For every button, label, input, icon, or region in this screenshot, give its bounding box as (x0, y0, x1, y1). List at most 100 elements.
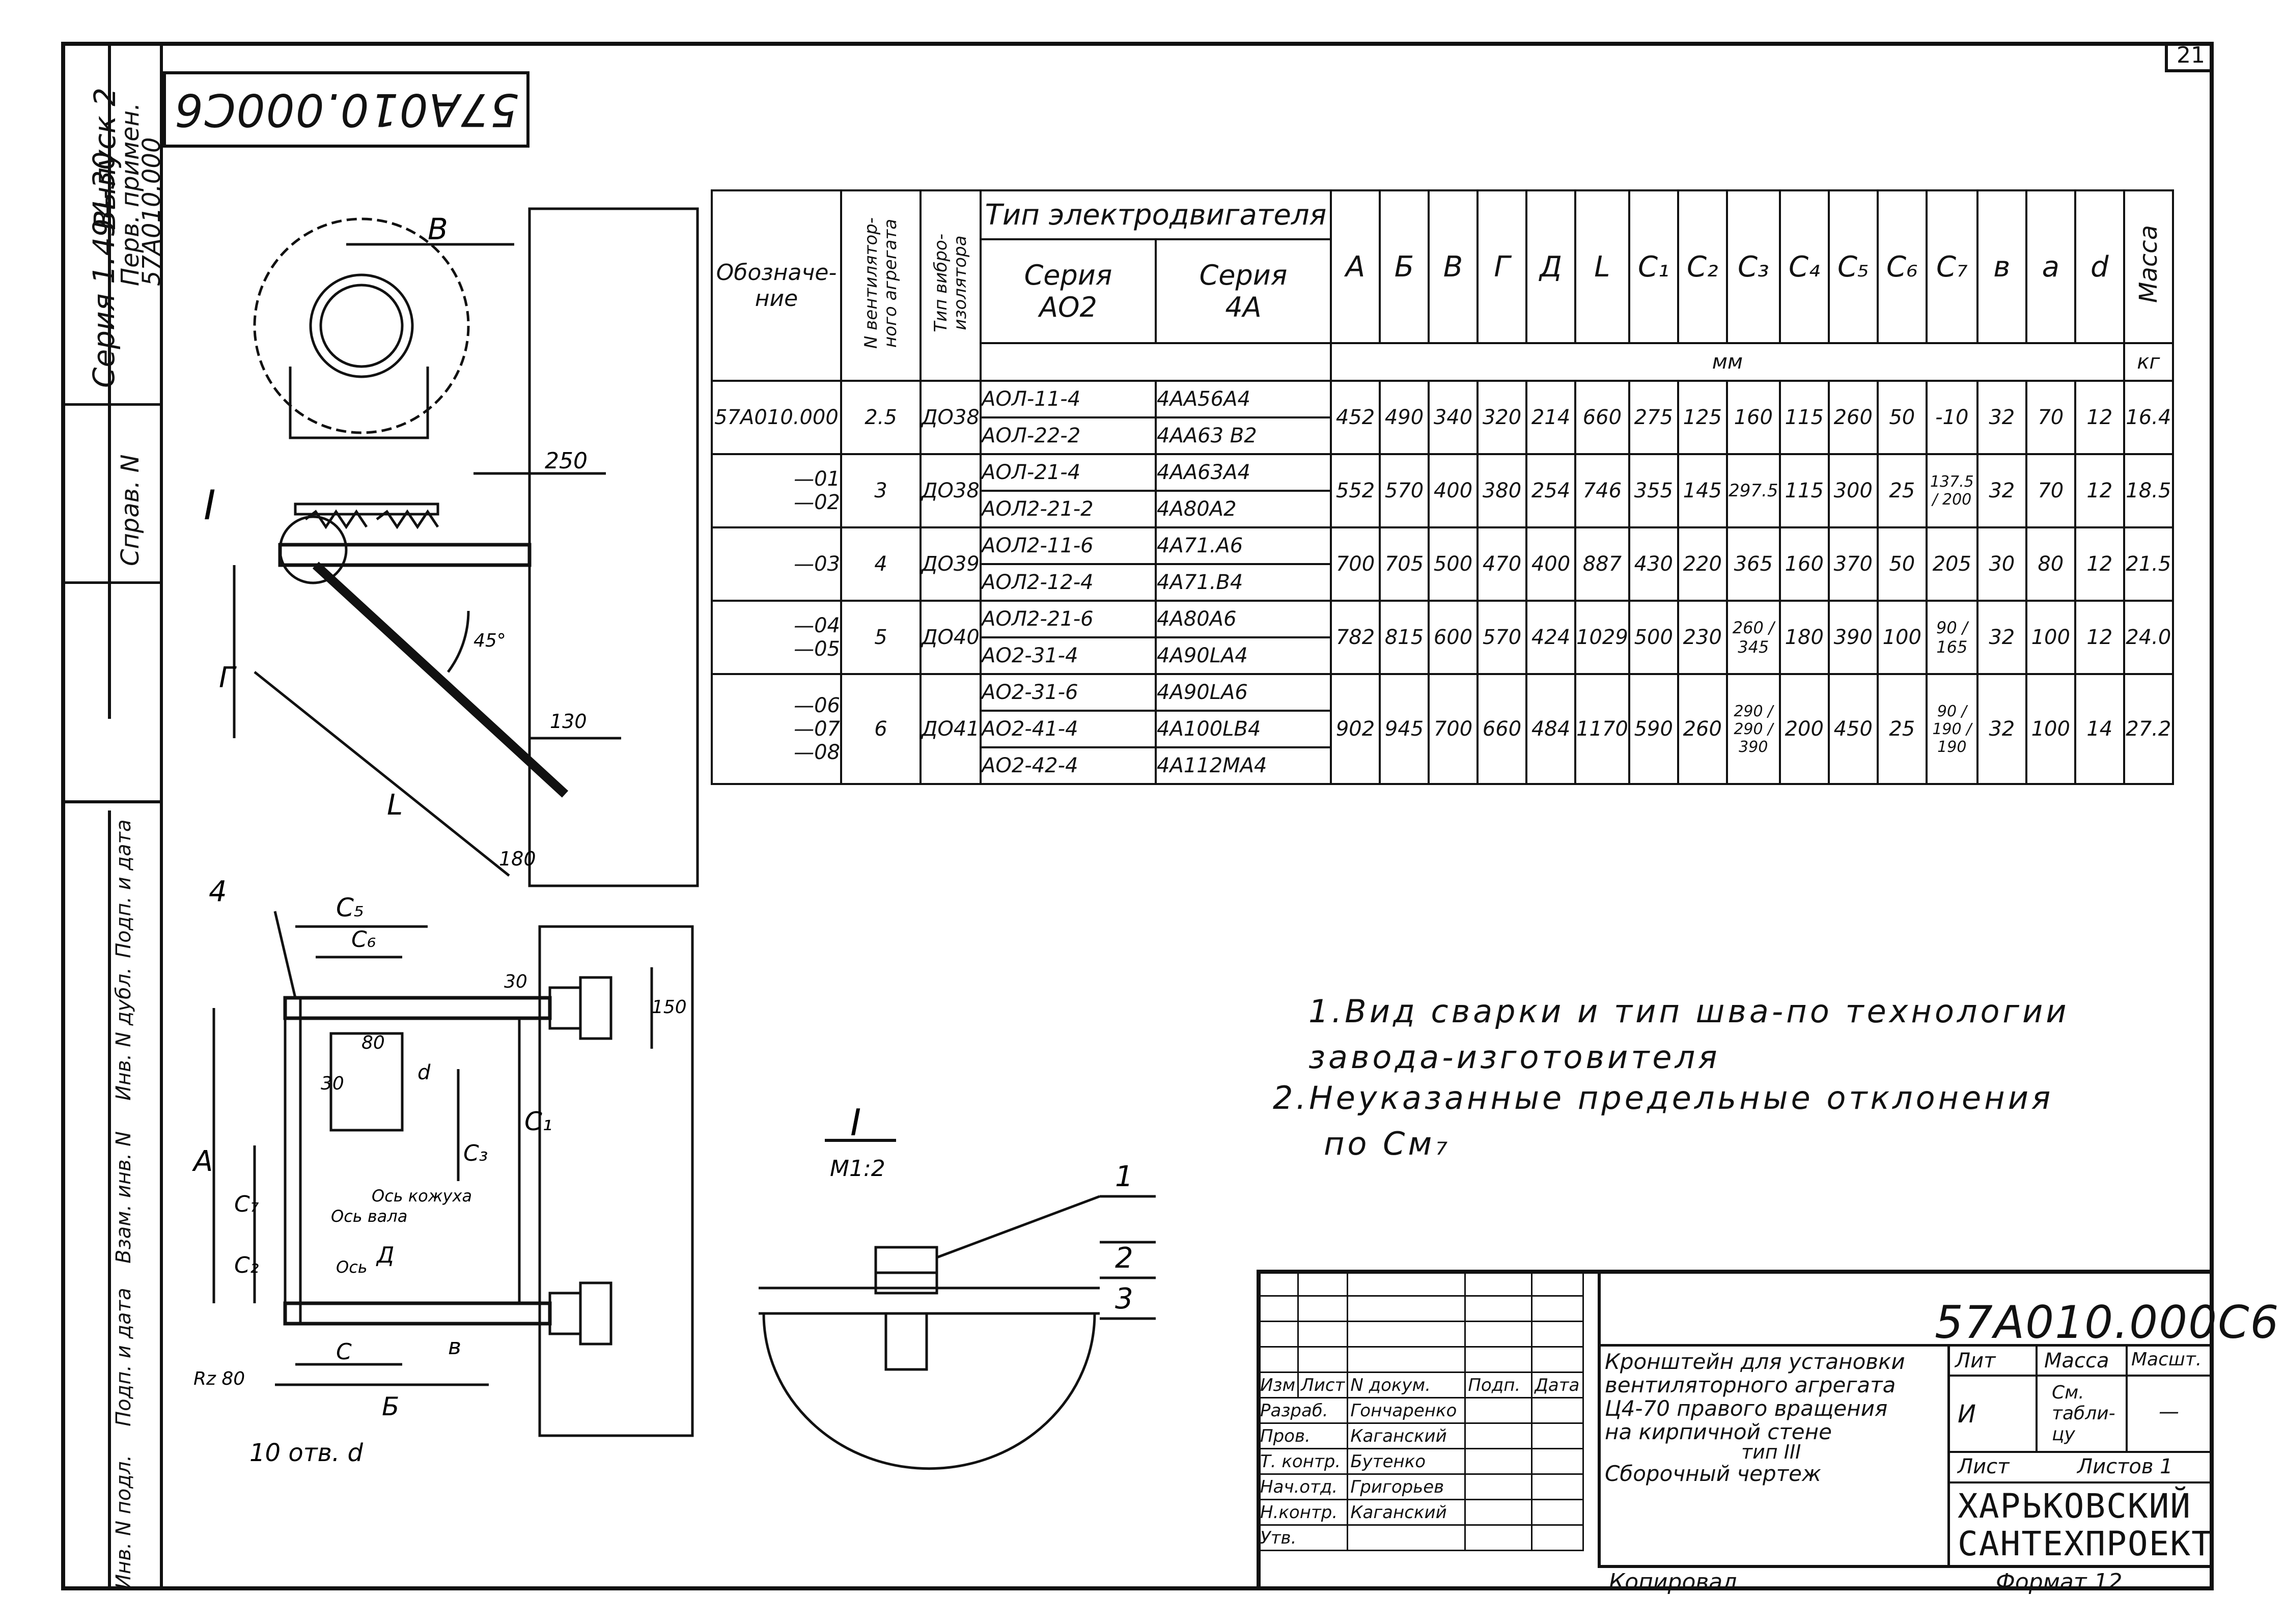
tb-divider (1598, 1270, 1601, 1565)
role-name: Каганский (1347, 1422, 1466, 1449)
signature (1464, 1397, 1533, 1424)
cell-C6: 100 (1876, 600, 1928, 675)
cell-mass: 27.2 (2123, 673, 2174, 785)
title-line: Сборочный чертеж (1605, 1461, 1821, 1486)
col-C6: C₆ (1876, 189, 1928, 344)
cell-C4: 115 (1778, 453, 1830, 528)
row-designation: —04 —05 (711, 600, 842, 675)
row-unit-no: 4 (840, 526, 922, 602)
cell-C4: 115 (1778, 380, 1830, 455)
row-ao2: АО2-41-4 (980, 710, 1157, 748)
cell-d: 12 (2074, 526, 2125, 602)
dim-180: 180 (499, 848, 536, 870)
cell-D: 400 (1525, 526, 1576, 602)
cell-V: 340 (1428, 380, 1479, 455)
row-designation: —03 (711, 526, 842, 602)
col-C5: C₅ (1827, 189, 1879, 344)
head-ndoc: N докум. (1347, 1371, 1466, 1398)
col-series-4a: Серия 4А (1155, 238, 1332, 344)
head-list: Лист (1297, 1371, 1349, 1398)
cell-V: 400 (1428, 453, 1479, 528)
sheet-label: Лист (1958, 1455, 2010, 1478)
col-V: В (1428, 189, 1479, 344)
head-podp: Подп. (1464, 1371, 1533, 1398)
cell-C2: 125 (1677, 380, 1728, 455)
row-vibro: ДО38 (919, 380, 982, 455)
cell-B: 815 (1379, 600, 1430, 675)
cell-d: 12 (2074, 380, 2125, 455)
rotated-code: 57A010.000C6 (174, 83, 519, 136)
sign-label: Взам. инв. N (112, 1131, 135, 1264)
col-B: Б (1379, 189, 1430, 344)
strip-divider (108, 42, 111, 719)
role-label: Пров. (1256, 1422, 1349, 1449)
cell-V: 600 (1428, 600, 1479, 675)
note-line: завода-изготовителя (1308, 1039, 1720, 1076)
cell-d: 12 (2074, 453, 2125, 528)
row-4a: 4А112МА4 (1155, 746, 1332, 785)
row-4a: 4А80А2 (1155, 490, 1332, 528)
row-ao2: АО2-31-4 (980, 636, 1157, 675)
cell-C3: 290 / 290 / 390 (1725, 673, 1781, 785)
cell-C5: 300 (1827, 453, 1879, 528)
tb-divider (1947, 1375, 2214, 1377)
cell-A: 782 (1330, 600, 1381, 675)
row-ao2: АО2-31-6 (980, 673, 1157, 712)
cell-a: 70 (2025, 380, 2076, 455)
cell-C6: 50 (1876, 526, 1928, 602)
strip-divider (108, 810, 111, 1590)
dim-C: C (336, 1339, 352, 1365)
role-name: Каганский (1347, 1499, 1466, 1526)
col-C2: C₂ (1677, 189, 1728, 344)
cell-B: 490 (1379, 380, 1430, 455)
row-4a: 4АА63 В2 (1155, 416, 1332, 455)
dim-B2: Б (382, 1392, 399, 1421)
role-label: Т. контр. (1256, 1448, 1349, 1475)
row-ao2: АОЛ-22-2 (980, 416, 1157, 455)
row-4a: 4А90LА4 (1155, 636, 1332, 675)
dim-D: Д (376, 1242, 394, 1268)
cell-C1: 500 (1628, 600, 1679, 675)
axis-vent-label: Ось вала (331, 1207, 407, 1226)
title-line: на кирпичной стене (1605, 1419, 1832, 1444)
dim-C1: C₁ (524, 1107, 552, 1136)
role-label: Н.контр. (1256, 1499, 1349, 1526)
cell-C7: 205 (1925, 526, 1979, 602)
col-series-ao2: Серия АО2 (980, 238, 1157, 344)
first-use-value: 57А010.000 (137, 137, 166, 286)
cell-C3: 160 (1725, 380, 1781, 455)
cell-C5: 390 (1827, 600, 1879, 675)
dim-C6: C₆ (351, 927, 376, 953)
tb-divider (2036, 1344, 2038, 1451)
roughness-label: Rz 80 (193, 1368, 245, 1389)
tb-divider (1947, 1451, 2214, 1453)
org-line: ХАРЬКОВСКИЙ (1958, 1487, 2192, 1526)
signature (1464, 1448, 1533, 1475)
axis-bracket-label: Ось кожуха (372, 1186, 472, 1206)
signature (1464, 1422, 1533, 1449)
detail-marker: I (204, 482, 216, 529)
row-4a: 4А80А6 (1155, 600, 1332, 638)
dim-250: 250 (545, 448, 588, 474)
col-C4: C₄ (1778, 189, 1830, 344)
drawing-frame (61, 42, 2214, 1590)
cell-C4: 180 (1778, 600, 1830, 675)
row-ao2: АОЛ2-12-4 (980, 563, 1157, 602)
dim-d: d (417, 1061, 431, 1084)
row-ao2: АОЛ2-11-6 (980, 526, 1157, 565)
cell-A: 452 (1330, 380, 1381, 455)
cell-C4: 200 (1778, 673, 1830, 785)
detail-pos-2: 2 (1115, 1242, 1133, 1275)
cell-G: 470 (1476, 526, 1527, 602)
parameter-table: Обозначе- ние N вентилятор- ного агрегат… (711, 189, 2174, 785)
col-G: Г (1476, 189, 1527, 344)
row-4a: 4АА56А4 (1155, 380, 1332, 418)
cell-C3: 260 / 345 (1725, 600, 1781, 675)
cell-C1: 355 (1628, 453, 1679, 528)
lit-label: Лит (1955, 1349, 1996, 1373)
dim-b: в (448, 1334, 461, 1360)
cell-mass: 16.4 (2123, 380, 2174, 455)
cell-a: 70 (2025, 453, 2076, 528)
left-strip: Серия 1.494-30 Выпуск 2 Справ. N Перв. п… (61, 42, 166, 1590)
col-A: А (1330, 189, 1381, 344)
